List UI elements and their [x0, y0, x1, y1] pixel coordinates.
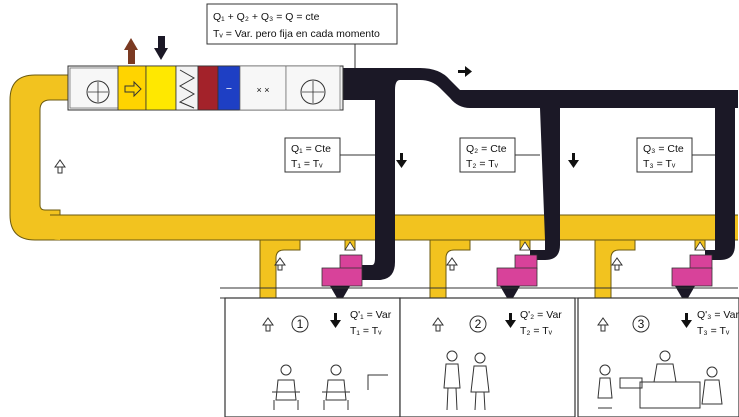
- vav-box-3: [671, 241, 713, 298]
- supply-flow-arrow-icon: [458, 66, 472, 77]
- room-3-temp: T₃ = Tᵥ: [697, 325, 730, 337]
- ceiling: [220, 287, 738, 299]
- branch-label-2: Q₂ = Cte T₂ = Tᵥ: [459, 137, 540, 173]
- standing-people-icon: [443, 350, 490, 411]
- supply-fan-icon: [300, 79, 326, 105]
- branch-flow-arrow-icon: [396, 153, 579, 168]
- svg-text:Q₃ = Cte: Q₃ = Cte: [643, 143, 684, 155]
- room-1: 1 Q'₁ = Var T₁ = Tᵥ: [224, 297, 401, 417]
- room-2-temp: T₂ = Tᵥ: [520, 325, 553, 337]
- header-box: Q₁ + Q₂ + Q₃ = Q = cte Tᵥ = Var. pero fi…: [206, 3, 398, 68]
- mixing-box: [117, 65, 147, 111]
- return-fan-icon: [86, 80, 110, 104]
- room-3-flow: Q'₃ = Var: [697, 309, 739, 321]
- mixing-flow-arrow-icon: [124, 80, 142, 98]
- header-line-1: Q₁ + Q₂ + Q₃ = Q = cte: [213, 11, 320, 23]
- door: [367, 374, 388, 390]
- filter: [175, 65, 199, 111]
- room-3-number: 3: [638, 317, 645, 331]
- room-2-flow: Q'₂ = Var: [520, 309, 562, 321]
- air-handling-unit: − × ×: [67, 65, 344, 111]
- fresh-air-arrow-icon: [154, 36, 168, 60]
- svg-text:T₃ = Tᵥ: T₃ = Tᵥ: [643, 158, 676, 170]
- svg-text:T₂ = Tᵥ: T₂ = Tᵥ: [466, 158, 499, 170]
- exhaust-air-arrow-icon: [124, 38, 138, 64]
- vav-box-1: [321, 241, 363, 298]
- room-1-number: 1: [297, 317, 304, 331]
- room-1-flow: Q'₁ = Var: [350, 309, 392, 321]
- room-2: 2 Q'₂ = Var T₂ = Tᵥ: [399, 297, 576, 417]
- header-line-2: Tᵥ = Var. pero fija en cada momento: [213, 28, 380, 40]
- ahu-marks: × ×: [256, 85, 269, 95]
- return-flow-arrow-icon: [54, 159, 66, 174]
- heating-coil: [197, 65, 219, 111]
- svg-text:T₁ = Tᵥ: T₁ = Tᵥ: [291, 158, 323, 170]
- office-workers-icon: [597, 350, 723, 409]
- supply-duct: [340, 68, 738, 280]
- svg-text:Q₁ = Cte: Q₁ = Cte: [291, 143, 331, 155]
- room-3: 3 Q'₃ = Var T₃ = Tᵥ: [577, 297, 739, 417]
- vav-box-2: [496, 241, 538, 298]
- ahu-sign: −: [226, 83, 232, 95]
- branch-label-1: Q₁ = Cte T₁ = Tᵥ: [284, 137, 375, 173]
- svg-text:Q₂ = Cte: Q₂ = Cte: [466, 143, 507, 155]
- room-1-temp: T₁ = Tᵥ: [350, 325, 382, 337]
- branch-label-3: Q₃ = Cte T₃ = Tᵥ: [636, 137, 715, 173]
- room-2-number: 2: [475, 317, 482, 331]
- trunk-return-arrows: [274, 257, 623, 271]
- seated-people-icon: [272, 364, 350, 410]
